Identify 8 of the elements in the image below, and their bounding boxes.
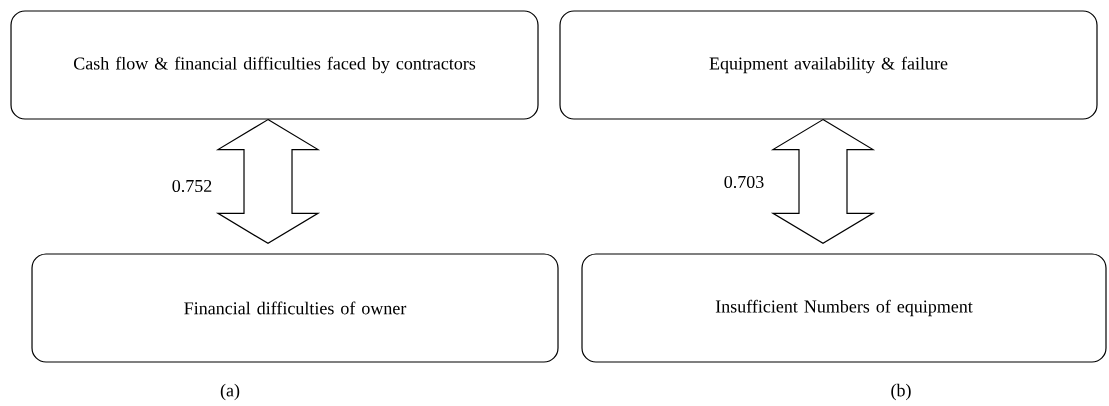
rounded-box: Insufficient Numbers of equipment bbox=[581, 253, 1107, 363]
rounded-box: Equipment availability & failure bbox=[559, 10, 1098, 120]
panel-caption: (a) bbox=[220, 383, 240, 401]
edge-label: 0.752 bbox=[172, 179, 212, 193]
rounded-box: Financial difficulties of owner bbox=[31, 253, 559, 363]
panel-caption: (b) bbox=[891, 383, 911, 401]
rounded-box: Cash flow & financial difficulties faced by contractors bbox=[10, 10, 539, 120]
edge-label: 0.703 bbox=[724, 175, 764, 189]
